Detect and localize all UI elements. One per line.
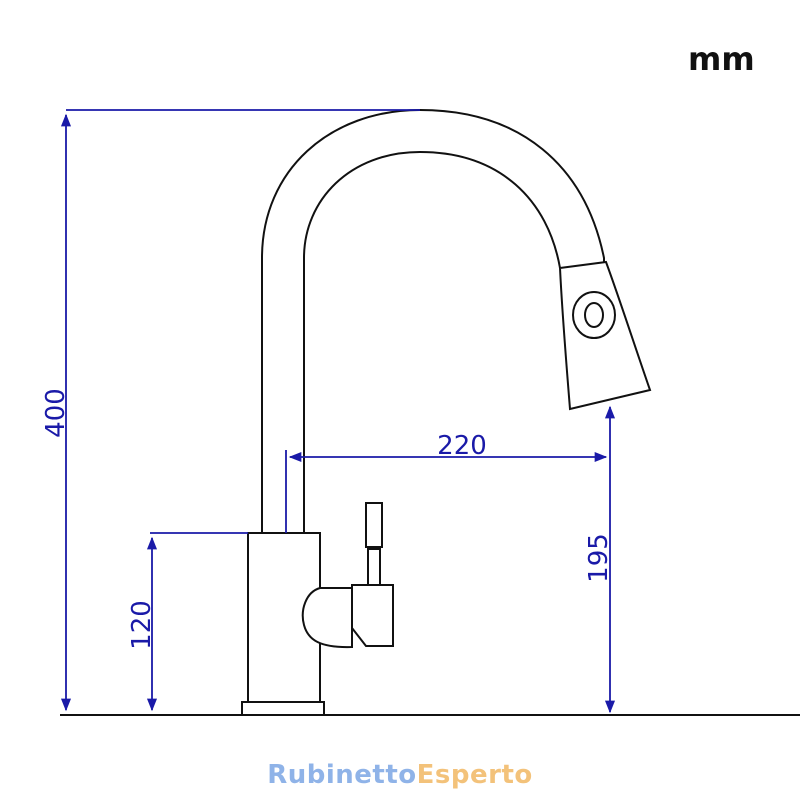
brand-part-1: Rubinetto [267,760,417,790]
dim-body-height-label: 120 [127,600,157,650]
spray-button-inner [584,302,604,328]
dim-total-height-label: 400 [41,388,71,438]
faucet-outline [241,108,652,716]
lever-hub [301,587,353,649]
spout-gooseneck [261,108,605,533]
dim-spout-height-label: 195 [584,533,614,583]
lever-neck [367,548,381,586]
brand-part-2: Esperto [416,760,533,790]
spout-gooseneck-inner [303,150,561,533]
brand-logo: RubinettoEsperto [0,760,800,790]
dim-reach-label: 220 [437,431,487,461]
unit-label: mm [688,40,755,78]
lever-stick [365,502,383,548]
base-plate [241,701,325,716]
spray-button-outer [572,291,616,339]
lever-block [351,584,394,647]
dimension-lines [60,109,616,714]
